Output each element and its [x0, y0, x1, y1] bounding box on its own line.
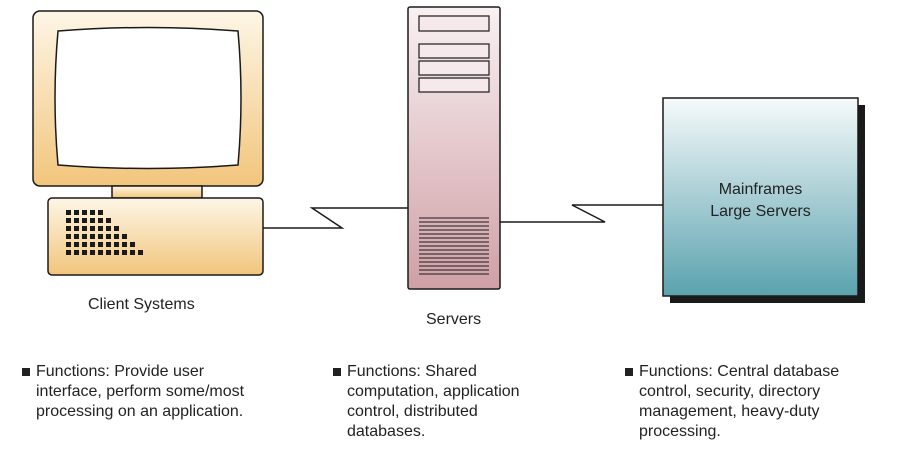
keyboard-key	[114, 234, 119, 239]
server-drive-bay	[418, 60, 490, 76]
client-functions: Functions: Provide user interface, perfo…	[22, 362, 322, 422]
keyboard-key	[90, 250, 95, 255]
keyboard-key	[106, 234, 111, 239]
keyboard-key	[98, 226, 103, 231]
server-mainframe-connection	[500, 204, 666, 223]
keyboard-key	[66, 234, 71, 239]
mainframe-label-line1: Mainframes	[718, 181, 803, 198]
keyboard-key	[122, 242, 127, 247]
keyboard-key	[74, 218, 79, 223]
keyboard-key	[106, 218, 111, 223]
keyboard-key	[82, 234, 87, 239]
server-drive-bay	[418, 77, 490, 93]
keyboard-key	[90, 234, 95, 239]
keyboard-key	[106, 242, 111, 247]
client-computer-icon	[32, 10, 264, 276]
client-server-connection	[262, 207, 408, 229]
keyboard-key	[114, 226, 119, 231]
mainframe-label-line2: Large Servers	[710, 203, 811, 220]
keyboard-key	[114, 250, 119, 255]
keyboard-key	[82, 210, 87, 215]
server-tower-icon	[407, 6, 501, 290]
keyboard-key	[74, 234, 79, 239]
keyboard-key	[82, 250, 87, 255]
client-systems-label: Client Systems	[88, 296, 195, 313]
keyboard-key	[66, 226, 71, 231]
servers-functions: Functions: Shared computation, applicati…	[333, 362, 593, 442]
keyboard-key	[82, 242, 87, 247]
keyboard-key	[98, 210, 103, 215]
keyboard-key	[66, 250, 71, 255]
mainframe-functions: Functions: Central database control, sec…	[625, 362, 915, 442]
bullet-icon	[22, 368, 30, 376]
mainframe-body	[662, 97, 859, 297]
keyboard-key	[138, 250, 143, 255]
keyboard-key	[74, 242, 79, 247]
keyboard-key	[74, 226, 79, 231]
keyboard-key	[130, 250, 135, 255]
keyboard-key	[130, 242, 135, 247]
keyboard-keys	[66, 210, 143, 255]
server-vent-grille	[419, 217, 489, 275]
keyboard-key	[74, 210, 79, 215]
keyboard-key	[66, 242, 71, 247]
keyboard-key	[82, 226, 87, 231]
keyboard-key	[122, 250, 127, 255]
server-drive-bay	[418, 15, 490, 32]
keyboard-key	[66, 210, 71, 215]
keyboard-key	[90, 210, 95, 215]
bullet-icon	[625, 368, 633, 376]
keyboard-key	[90, 242, 95, 247]
client-functions-text: Functions: Provide user interface, perfo…	[36, 363, 245, 420]
keyboard-key	[114, 242, 119, 247]
keyboard-key	[98, 218, 103, 223]
keyboard-key	[82, 218, 87, 223]
mainframe-functions-text: Functions: Central database control, sec…	[639, 363, 840, 440]
keyboard-key	[90, 218, 95, 223]
keyboard-key	[66, 218, 71, 223]
monitor-stand	[111, 185, 203, 199]
keyboard-key	[90, 226, 95, 231]
server-drive-bay	[418, 43, 490, 59]
keyboard-key	[122, 234, 127, 239]
monitor-screen	[54, 26, 242, 170]
keyboard-key	[106, 250, 111, 255]
mainframe-icon	[662, 97, 865, 303]
keyboard-key	[106, 226, 111, 231]
keyboard-key	[98, 250, 103, 255]
keyboard-key	[98, 234, 103, 239]
keyboard-base	[47, 197, 264, 276]
keyboard-key	[74, 250, 79, 255]
servers-functions-text: Functions: Shared computation, applicati…	[347, 363, 520, 440]
keyboard-key	[98, 242, 103, 247]
servers-label: Servers	[426, 311, 482, 328]
bullet-icon	[333, 368, 341, 376]
